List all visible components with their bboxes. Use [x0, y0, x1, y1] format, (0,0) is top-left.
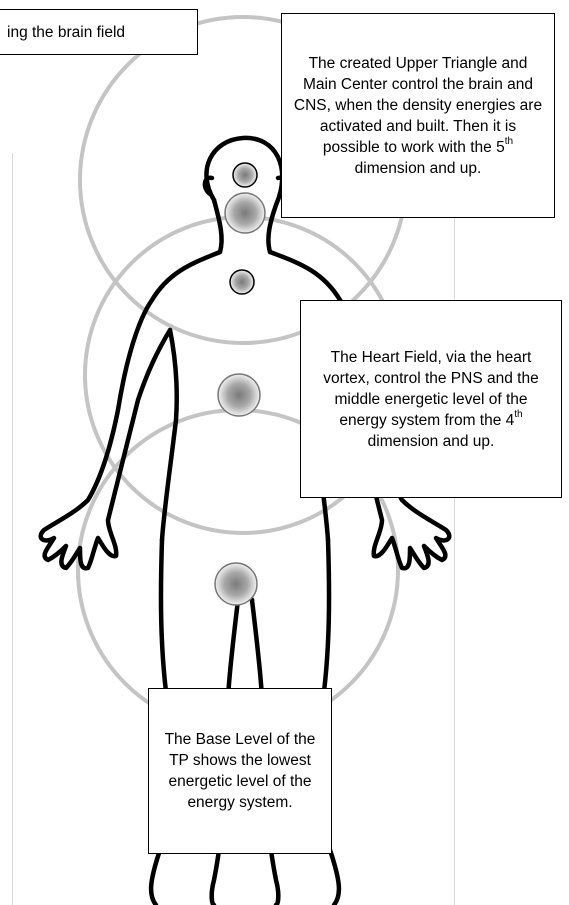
heart-field-text-end: dimension and up.	[368, 433, 495, 450]
upper-triangle-text-end: dimension and up.	[355, 160, 482, 177]
upper-triangle-callout-text: The created Upper Triangle and Main Cent…	[292, 53, 544, 179]
heart-field-superscript: th	[514, 409, 522, 420]
brain-field-callout: ing the brain field	[0, 9, 198, 55]
upper-triangle-callout: The created Upper Triangle and Main Cent…	[281, 13, 555, 218]
crown-center	[233, 163, 257, 187]
upper-triangle-superscript: th	[505, 136, 513, 147]
heart-field-text-main: The Heart Field, via the heart vortex, c…	[323, 349, 538, 429]
throat-center	[230, 270, 254, 294]
heart-center	[218, 374, 260, 416]
base-level-callout: The Base Level of the TP shows the lowes…	[148, 688, 332, 854]
base-level-callout-text: The Base Level of the TP shows the lowes…	[159, 729, 321, 813]
heart-field-callout-text: The Heart Field, via the heart vortex, c…	[311, 347, 551, 452]
brain-field-callout-text: ing the brain field	[7, 22, 125, 43]
base-center	[215, 563, 257, 605]
head-center	[225, 193, 265, 233]
heart-field-callout: The Heart Field, via the heart vortex, c…	[300, 300, 562, 498]
